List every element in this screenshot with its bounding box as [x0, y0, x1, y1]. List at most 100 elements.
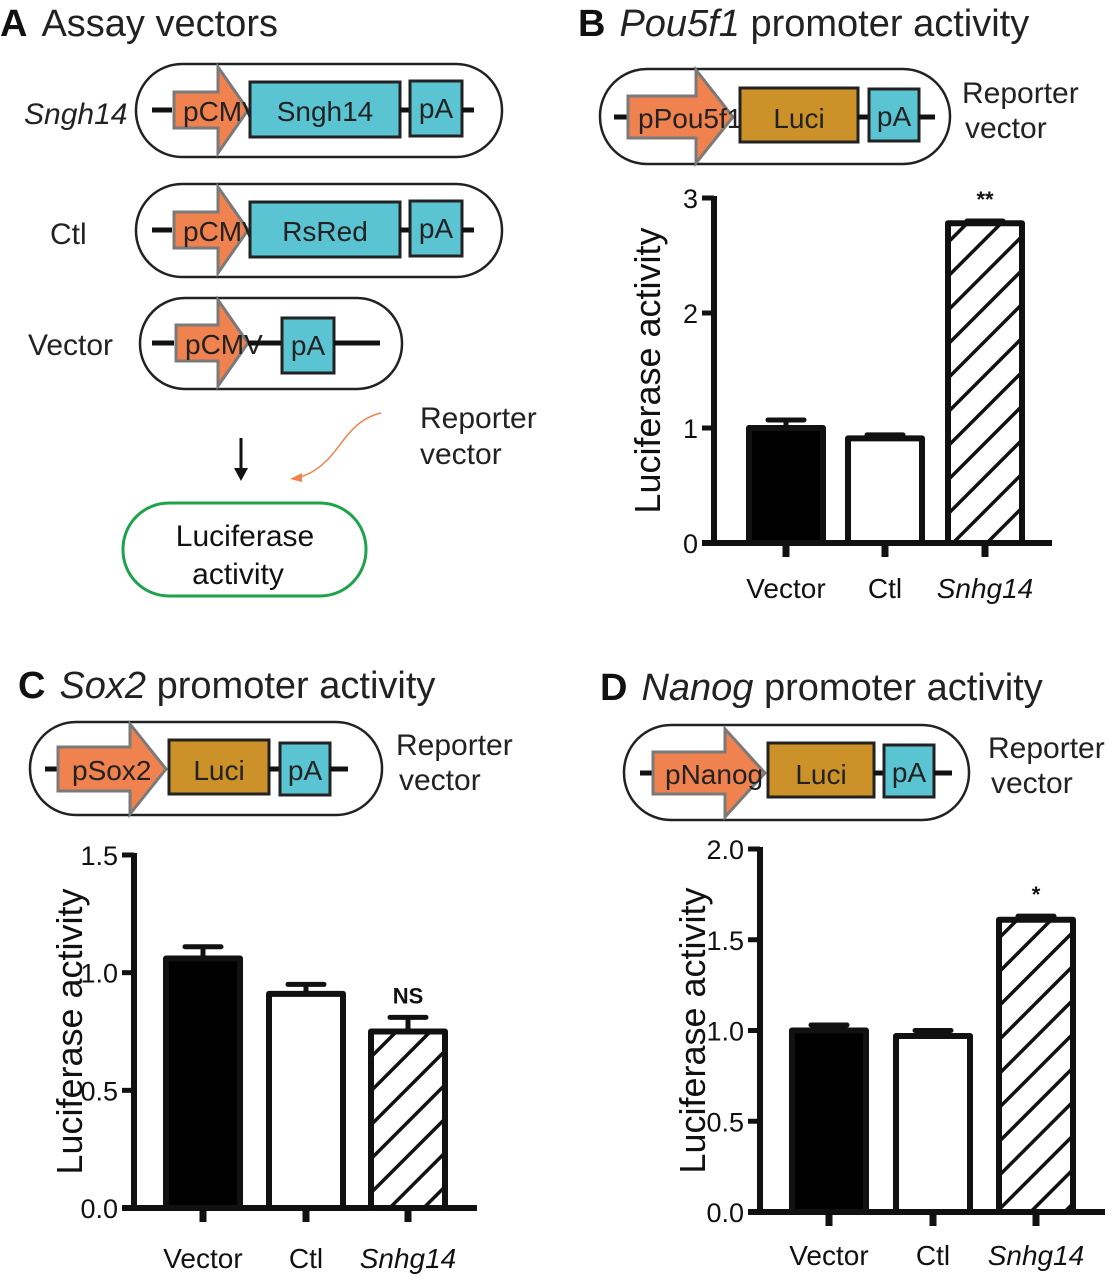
title-rest: promoter activity — [740, 3, 1029, 45]
pa-box — [278, 741, 332, 797]
luci-box — [766, 741, 876, 799]
panel-a: A Assay vectors Sngh14 pCMV Sngh14 pA Ctl… — [0, 3, 537, 598]
y-tick-label: 1.5 — [80, 841, 118, 871]
pa-box — [867, 87, 921, 143]
y-tick-label: 0.0 — [80, 1194, 118, 1224]
bar — [945, 220, 1025, 547]
title-rest: promoter activity — [146, 665, 435, 707]
panel-d-title: D Nanog promoter activity — [600, 667, 1043, 709]
panel-c: C Sox2 promoter activity pSox2 Luci pA Re… — [18, 665, 513, 1274]
luciferase-readout-box — [121, 501, 368, 598]
gene-box — [248, 200, 402, 259]
reporter-label-2: vector — [399, 764, 481, 797]
promoter-label: pCMV — [183, 96, 261, 127]
y-tick-label: 1.0 — [80, 959, 118, 989]
bar — [845, 435, 925, 547]
panel-a-title-text: Assay vectors — [41, 3, 278, 45]
significance-label: * — [1032, 882, 1041, 907]
construct-sngh14: Sngh14 pCMV Sngh14 pA — [24, 62, 504, 159]
promoter-arrow-icon — [174, 295, 250, 391]
luci-label: Luci — [795, 759, 846, 790]
readout-label-2: activity — [192, 558, 284, 591]
panel-b-title: B Pou5f1 promoter activity — [578, 3, 1029, 45]
y-tick-label: 0.5 — [706, 1107, 744, 1137]
construct-ctl: Ctl pCMV RsRed pA — [50, 182, 504, 279]
gene-label: RsRed — [282, 216, 368, 247]
promoter-label: pNanog — [665, 759, 763, 790]
reporter-label: Reporter — [962, 77, 1079, 110]
panel-d: D Nanog promoter activity pNanog Luci pA … — [600, 667, 1105, 1271]
significance-label: NS — [393, 983, 424, 1008]
reporter-label-2: vector — [991, 767, 1073, 800]
reporter-construct-d: pNanog Luci pA Reporter vector — [622, 723, 1105, 822]
promoter-label: pPou5f1 — [638, 103, 742, 134]
x-tick-label: Snhg14 — [988, 1240, 1085, 1271]
reporter-label: Reporter — [988, 732, 1105, 765]
construct-label: Vector — [28, 329, 113, 362]
reporter-label: Reporter — [420, 402, 537, 435]
pa-label: pA — [877, 101, 912, 132]
pa-label: pA — [419, 213, 454, 244]
readout-label-1: Luciferase — [176, 520, 314, 553]
pa-box — [280, 316, 336, 375]
y-tick-label: 0 — [683, 529, 698, 559]
bar — [266, 990, 346, 1212]
panel-c-title: C Sox2 promoter activity — [18, 665, 435, 707]
significance-label: ** — [976, 187, 994, 212]
x-tick-label: Snhg14 — [937, 573, 1034, 604]
panel-letter: D — [600, 667, 627, 709]
panel-letter: B — [578, 3, 605, 45]
promoter-arrow-icon — [56, 719, 168, 819]
title-rest: promoter activity — [753, 667, 1042, 709]
reporter-label-2: vector — [420, 438, 502, 471]
promoter-arrow-icon — [651, 725, 768, 821]
panel-letter: A — [0, 3, 27, 45]
y-tick-label: 0.5 — [80, 1076, 118, 1106]
y-tick-label: 3 — [683, 184, 698, 214]
gene-name: Nanog — [641, 667, 753, 709]
panel-a-title: A Assay vectors — [0, 3, 278, 45]
bar — [368, 1028, 448, 1211]
panel-b: B Pou5f1 promoter activity pPou5f1 Luci p… — [578, 3, 1079, 604]
promoter-arrow-icon — [172, 182, 250, 278]
pa-box — [882, 743, 936, 799]
y-tick-label: 1.0 — [706, 1017, 744, 1047]
x-tick-label: Ctl — [289, 1243, 323, 1274]
gene-name: Pou5f1 — [619, 3, 739, 45]
panel-letter: C — [18, 665, 45, 707]
gene-label: Sngh14 — [277, 96, 374, 127]
luci-label: Luci — [193, 755, 244, 786]
pa-label: pA — [892, 757, 927, 788]
y-axis-label: Luciferase activity — [627, 227, 668, 513]
promoter-arrow-icon — [626, 65, 735, 168]
y-axis-label: Luciferase activity — [49, 888, 90, 1174]
y-tick-label: 0.0 — [706, 1198, 744, 1228]
bar — [163, 955, 243, 1212]
construct-label: Sngh14 — [24, 98, 127, 131]
gene-name: Sox2 — [59, 665, 146, 707]
construct-vector: Vector pCMV pA — [28, 295, 404, 391]
pa-box — [408, 79, 464, 138]
pa-label: pA — [291, 330, 326, 361]
bar — [996, 916, 1076, 1215]
luci-label: Luci — [773, 103, 824, 134]
reporter-label: Reporter — [396, 729, 513, 762]
x-tick-label: Vector — [746, 573, 825, 604]
bar — [746, 425, 826, 546]
down-arrow-head-icon — [234, 468, 248, 481]
pa-box — [408, 199, 464, 258]
reporter-construct-c: pSox2 Luci pA Reporter vector — [28, 719, 513, 819]
pa-label: pA — [288, 755, 323, 786]
promoter-label: pSox2 — [72, 755, 151, 786]
reporter-curve-arrow-icon — [295, 412, 382, 479]
promoter-label: pCMV — [183, 216, 261, 247]
x-tick-label: Vector — [163, 1243, 242, 1274]
reporter-label-2: vector — [965, 112, 1047, 145]
reporter-arrow-head-icon — [290, 473, 302, 482]
reporter-construct-b: pPou5f1 Luci pA Reporter vector — [598, 65, 1079, 168]
y-axis-label: Luciferase activity — [672, 887, 713, 1173]
